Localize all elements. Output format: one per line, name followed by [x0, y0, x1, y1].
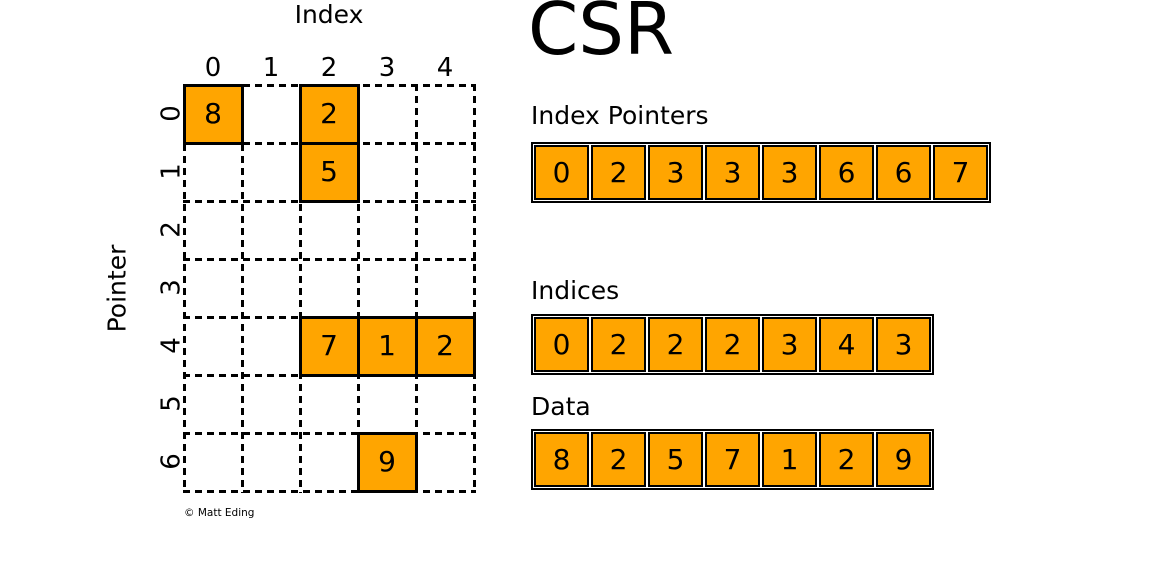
- array-cell: 2: [648, 317, 703, 372]
- row-label-2: 2: [156, 221, 187, 238]
- matrix-cell-r4c3: 1: [356, 315, 418, 377]
- col-label-3: 3: [378, 53, 396, 83]
- array-cell: 6: [819, 145, 874, 200]
- array-cell: 8: [534, 432, 589, 487]
- row-label-5: 5: [156, 395, 187, 412]
- row-label-0: 0: [156, 105, 187, 122]
- grid-line-horizontal: [182, 257, 476, 261]
- matrix-cell-r4c4: 2: [414, 315, 476, 377]
- array-cell: 6: [876, 145, 931, 200]
- matrix-cell-r6c3: 9: [356, 431, 418, 493]
- array-cell: 2: [819, 432, 874, 487]
- array-cell: 2: [705, 317, 760, 372]
- array-cell: 5: [648, 432, 703, 487]
- grid-line-horizontal: [182, 489, 476, 493]
- matrix-x-axis-title: Index: [294, 0, 364, 29]
- index-pointers-label: Index Pointers: [531, 101, 709, 130]
- data-label: Data: [531, 392, 591, 421]
- col-label-0: 0: [204, 53, 222, 83]
- grid-line-horizontal: [182, 431, 476, 435]
- grid-line-vertical: [472, 83, 476, 493]
- indices-label: Indices: [531, 276, 620, 305]
- array-cell: 2: [591, 432, 646, 487]
- copyright-watermark: © Matt Eding: [184, 507, 255, 519]
- grid-line-vertical: [414, 83, 418, 493]
- array-cell: 0: [534, 145, 589, 200]
- array-cell: 2: [591, 145, 646, 200]
- page-title: CSR: [528, 0, 675, 71]
- col-label-4: 4: [436, 53, 454, 83]
- array-cell: 7: [933, 145, 988, 200]
- array-cell: 3: [876, 317, 931, 372]
- grid-line-vertical: [182, 83, 186, 493]
- array-cell: 3: [648, 145, 703, 200]
- array-cell: 3: [705, 145, 760, 200]
- grid-line-vertical: [298, 83, 302, 493]
- matrix-cell-r0c2: 2: [298, 83, 360, 145]
- array-cell: 7: [705, 432, 760, 487]
- array-cell: 3: [762, 145, 817, 200]
- array-cell: 1: [762, 432, 817, 487]
- matrix-cell-r0c0: 8: [182, 83, 244, 145]
- array-cell: 0: [534, 317, 589, 372]
- grid-line-vertical: [356, 83, 360, 493]
- array-cell: 3: [762, 317, 817, 372]
- row-label-6: 6: [156, 453, 187, 470]
- row-label-3: 3: [156, 279, 187, 296]
- col-label-2: 2: [320, 53, 338, 83]
- matrix-y-axis-title: Pointer: [102, 244, 132, 333]
- col-label-1: 1: [262, 53, 280, 83]
- row-label-4: 4: [156, 337, 187, 354]
- index-pointers-array: 0 2 3 3 3 6 6 7: [531, 142, 991, 203]
- matrix-cell-r4c2: 7: [298, 315, 360, 377]
- indices-array: 0 2 2 2 3 4 3: [531, 314, 934, 375]
- grid-line-vertical: [240, 83, 244, 493]
- data-array: 8 2 5 7 1 2 9: [531, 429, 934, 490]
- row-label-1: 1: [156, 163, 187, 180]
- array-cell: 9: [876, 432, 931, 487]
- array-cell: 2: [591, 317, 646, 372]
- matrix-cell-r1c2: 5: [298, 141, 360, 203]
- array-cell: 4: [819, 317, 874, 372]
